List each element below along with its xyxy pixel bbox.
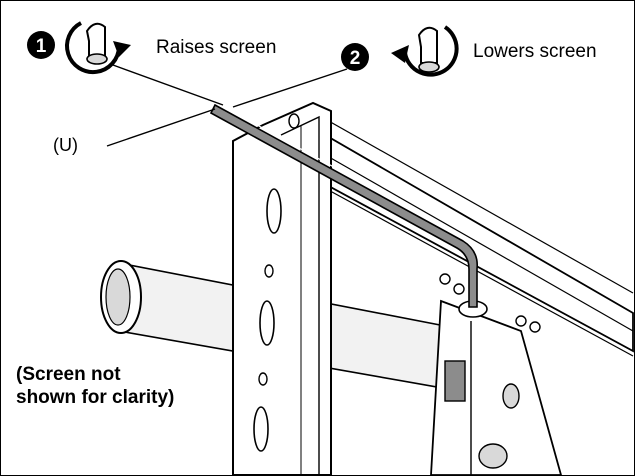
rotate-counterclockwise-icon [391, 25, 459, 77]
tilt-mechanism [430, 273, 562, 475]
step-2-number: 2 [350, 48, 361, 69]
rotate-clockwise-icon [65, 21, 131, 74]
vertical-bracket [232, 101, 332, 475]
leader-line-step-2 [232, 68, 348, 108]
leader-line-step-1 [112, 64, 224, 106]
step-2-badge: 2 [341, 43, 369, 71]
lowers-screen-label: Lowers screen [473, 41, 597, 62]
step-1-number: 1 [36, 36, 47, 57]
raises-screen-label: Raises screen [156, 37, 277, 58]
allen-key [209, 102, 479, 308]
leader-line-u [106, 108, 216, 147]
part-u-label: (U) [53, 135, 78, 155]
step-1-badge: 1 [27, 31, 55, 59]
clarity-note: (Screen not shown for clarity) [16, 364, 175, 408]
